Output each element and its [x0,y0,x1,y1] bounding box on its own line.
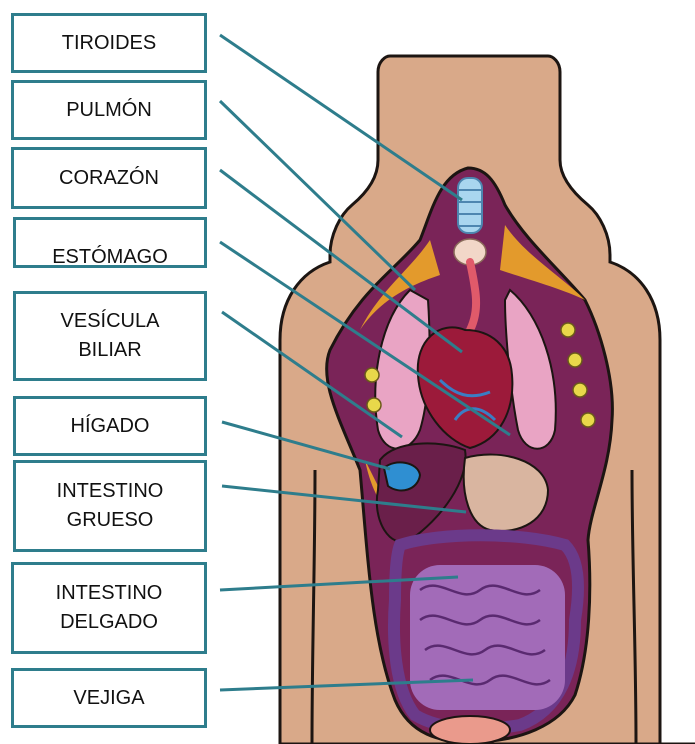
label-intestino-grueso: INTESTINO GRUESO [13,460,207,552]
label-text-line-2: GRUESO [67,506,154,535]
label-text-line-1: INTESTINO [57,477,164,506]
gallbladder [384,462,420,490]
label-vesicula-biliar: VESÍCULA BILIAR [13,291,207,381]
label-higado: HÍGADO [13,396,207,456]
label-vejiga: VEJIGA [11,668,207,728]
human-torso-illustration [280,56,695,744]
label-text-line-2: BILIAR [78,336,141,365]
label-text: VEJIGA [73,684,144,713]
label-text-line-1: VESÍCULA [61,307,160,336]
label-estomago: ESTÓMAGO [13,217,207,268]
label-tiroides: TIROIDES [11,13,207,73]
label-text-line-2: DELGADO [60,608,158,637]
bladder [430,716,510,744]
label-pulmon: PULMÓN [11,80,207,140]
label-intestino-delgado: INTESTINO DELGADO [11,562,207,654]
label-text: TIROIDES [62,29,156,58]
label-corazon: CORAZÓN [11,147,207,209]
label-text: ESTÓMAGO [52,243,168,268]
label-text: PULMÓN [66,96,152,125]
label-text: HÍGADO [71,412,150,441]
label-text-line-1: INTESTINO [56,579,163,608]
label-text: CORAZÓN [59,164,159,193]
